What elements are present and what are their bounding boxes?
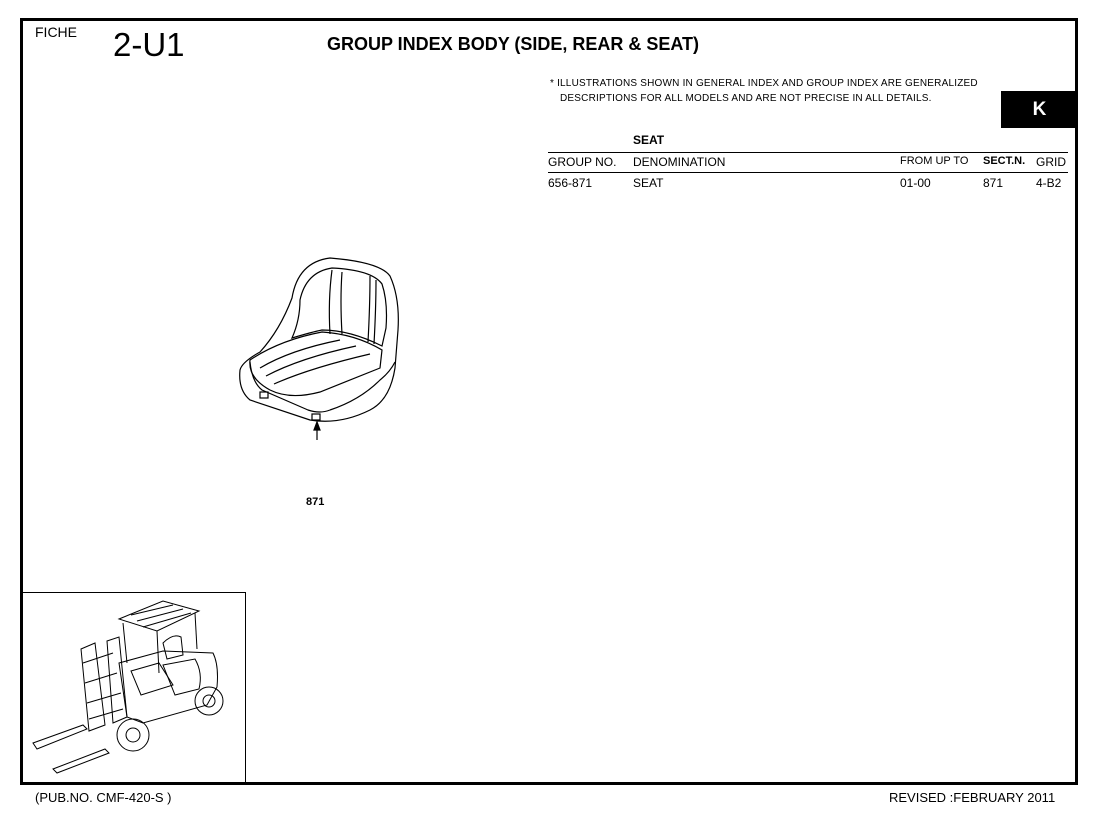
note-line-1: * ILLUSTRATIONS SHOWN IN GENERAL INDEX A… bbox=[550, 78, 978, 89]
table-row[interactable]: 656-871 SEAT 01-00 871 4-B2 bbox=[548, 174, 1068, 190]
forklift-icon bbox=[32, 600, 224, 774]
page-title: GROUP INDEX BODY (SIDE, REAR & SEAT) bbox=[327, 34, 700, 54]
section-tab[interactable]: K bbox=[1001, 91, 1078, 128]
cell-sect-n[interactable]: 871 bbox=[983, 176, 1004, 190]
header-group-no: GROUP NO. bbox=[548, 155, 617, 169]
header-denomination: DENOMINATION bbox=[633, 155, 726, 169]
cell-group-no[interactable]: 656-871 bbox=[548, 176, 593, 190]
forklift-thumbnail bbox=[23, 592, 246, 782]
cell-grid: 4-B2 bbox=[1036, 176, 1062, 190]
header-grid: GRID bbox=[1036, 155, 1066, 169]
table-header: GROUP NO. DENOMINATION FROM UP TO SECT.N… bbox=[548, 152, 1068, 173]
header-from-up-to: FROM UP TO bbox=[900, 155, 969, 167]
header-sect-n: SECT.N. bbox=[983, 155, 1026, 167]
part-callout-871[interactable]: 871 bbox=[306, 496, 325, 508]
illustration-note: * ILLUSTRATIONS SHOWN IN GENERAL INDEX A… bbox=[550, 76, 978, 106]
fiche-code: 2-U1 bbox=[113, 26, 185, 63]
table-section-title: SEAT bbox=[633, 133, 665, 147]
seat-illustration bbox=[239, 257, 399, 440]
cell-from-up-to: 01-00 bbox=[900, 176, 931, 190]
cell-denomination: SEAT bbox=[633, 176, 664, 190]
revision-date: REVISED :FEBRUARY 2011 bbox=[889, 790, 1056, 805]
note-line-2: DESCRIPTIONS FOR ALL MODELS AND ARE NOT … bbox=[560, 93, 932, 104]
publication-number: (PUB.NO. CMF-420-S ) bbox=[35, 790, 172, 805]
page-frame bbox=[20, 18, 1078, 785]
fiche-label: FICHE bbox=[35, 24, 77, 40]
